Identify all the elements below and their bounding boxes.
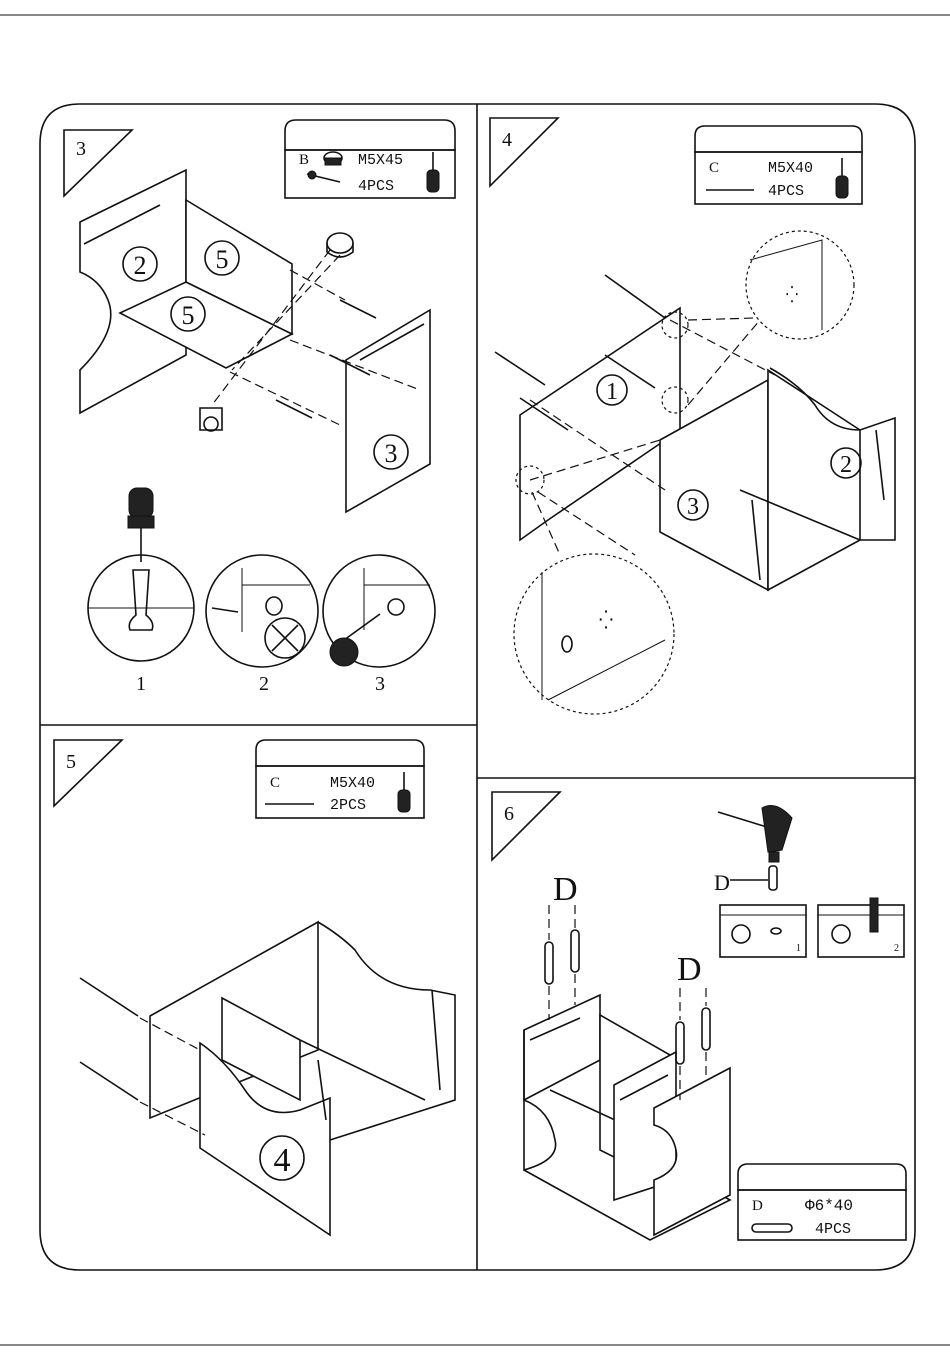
cam-lock-icon	[200, 408, 222, 431]
cam-lock-icon	[388, 599, 404, 615]
step-number: 4	[502, 129, 512, 151]
dowel-icon	[752, 1224, 792, 1232]
cam-hole	[562, 636, 572, 652]
sub-step-label: 1	[136, 673, 146, 695]
parts-letter: C	[270, 775, 280, 791]
parts-box-header	[695, 126, 862, 152]
parts-size: M5X40	[330, 775, 375, 792]
cam-lock-icon	[732, 925, 750, 943]
cam-lock-icon	[832, 925, 850, 943]
cam-hole	[266, 597, 282, 615]
sub-step-label: 1	[796, 943, 801, 954]
parts-box-header	[256, 740, 424, 766]
step-number-flag	[492, 792, 560, 860]
step-number-flag	[490, 118, 558, 186]
sub-step-label: 2	[894, 943, 899, 954]
cam-bolt-icon	[340, 300, 376, 318]
magnified-detail-circle	[746, 231, 854, 339]
dowel-icon	[571, 930, 579, 972]
dowel-icon	[545, 942, 553, 984]
parts-letter: C	[709, 160, 719, 176]
callout-leader	[538, 492, 635, 555]
parts-letter: D	[752, 1198, 763, 1214]
panel-label: 2	[840, 452, 852, 478]
screwdriver-icon	[836, 158, 848, 198]
alignment-guide	[670, 320, 775, 375]
step-6: 6 D 1 2 D D	[492, 792, 906, 1240]
dowel-label: D	[714, 870, 730, 895]
panel-edge	[750, 240, 822, 330]
hole-pattern-icon: ⁛	[599, 610, 613, 630]
hammer-icon	[718, 806, 792, 862]
step-4: 4 C M5X40 4PCS 1 3 2	[490, 118, 895, 714]
dowel-icon	[702, 1008, 710, 1050]
panel-edge	[242, 568, 310, 632]
step-number-flag	[54, 740, 122, 806]
parts-qty: 4PCS	[358, 178, 394, 195]
step-number: 6	[504, 803, 514, 825]
screw-icon	[495, 352, 545, 385]
top-panel-1	[520, 308, 680, 540]
parts-size: Φ6*40	[805, 1197, 853, 1215]
cross-slot	[272, 625, 298, 651]
cam-bolt-icon	[307, 171, 340, 182]
drawer-rail	[432, 990, 440, 1090]
dowel-hole	[771, 928, 781, 934]
dowel-label: D	[553, 871, 578, 908]
alignment-guide	[290, 270, 345, 300]
dowel-icon	[870, 898, 878, 932]
panel-edge	[542, 572, 665, 700]
parts-qty: 2PCS	[330, 797, 366, 814]
screwdriver-icon	[398, 772, 410, 812]
panel-label: 3	[687, 494, 699, 520]
screwdriver-icon	[330, 638, 358, 666]
step-5: 5 C M5X40 2PCS 4	[54, 740, 455, 1235]
screwdriver-icon	[128, 488, 154, 562]
cam-lock-icon	[327, 233, 353, 257]
drawer-rail	[876, 430, 884, 500]
step-number: 3	[76, 138, 86, 160]
side-panel-3	[346, 310, 430, 512]
panel-label: 3	[385, 439, 398, 468]
dowel-icon	[676, 1022, 684, 1064]
cam-bolt-icon	[212, 608, 238, 612]
side-panel	[318, 922, 455, 1140]
sub-step-label: 2	[259, 673, 269, 695]
screw-icon	[80, 978, 138, 1016]
callout-leader	[688, 318, 755, 320]
panel-label: 1	[606, 379, 618, 405]
screw-icon	[80, 1062, 138, 1100]
parts-size: M5X45	[358, 152, 403, 169]
dowel-icon	[769, 866, 777, 890]
panel-label: 4	[274, 1142, 291, 1179]
alignment-guide	[230, 372, 340, 425]
step-number-flag	[64, 130, 132, 196]
parts-size: M5X40	[768, 160, 813, 177]
side-panel	[524, 995, 600, 1100]
cam-lock-icon	[324, 152, 342, 165]
sub-step-label: 3	[375, 673, 385, 695]
screwdriver-shaft	[344, 614, 380, 640]
cam-bolt-icon	[129, 570, 153, 630]
step-3: 3 B M5X45 4PCS 2 5 5 3	[64, 120, 455, 695]
step-number: 5	[66, 751, 76, 773]
screw-icon	[605, 275, 665, 318]
parts-box-header	[738, 1164, 906, 1190]
parts-letter: B	[299, 152, 309, 168]
screwdriver-icon	[427, 152, 439, 192]
detail-box-2	[818, 905, 904, 957]
panel-label: 2	[134, 251, 147, 280]
parts-qty: 4PCS	[815, 1221, 851, 1238]
magnified-detail-circle	[514, 554, 674, 714]
dowel-label: D	[677, 951, 702, 988]
panel-label: 5	[216, 245, 229, 274]
hole-pattern-icon: ⁛	[786, 286, 799, 304]
panel-label: 5	[182, 301, 195, 330]
parts-box-header	[285, 120, 455, 150]
parts-qty: 4PCS	[768, 183, 804, 200]
